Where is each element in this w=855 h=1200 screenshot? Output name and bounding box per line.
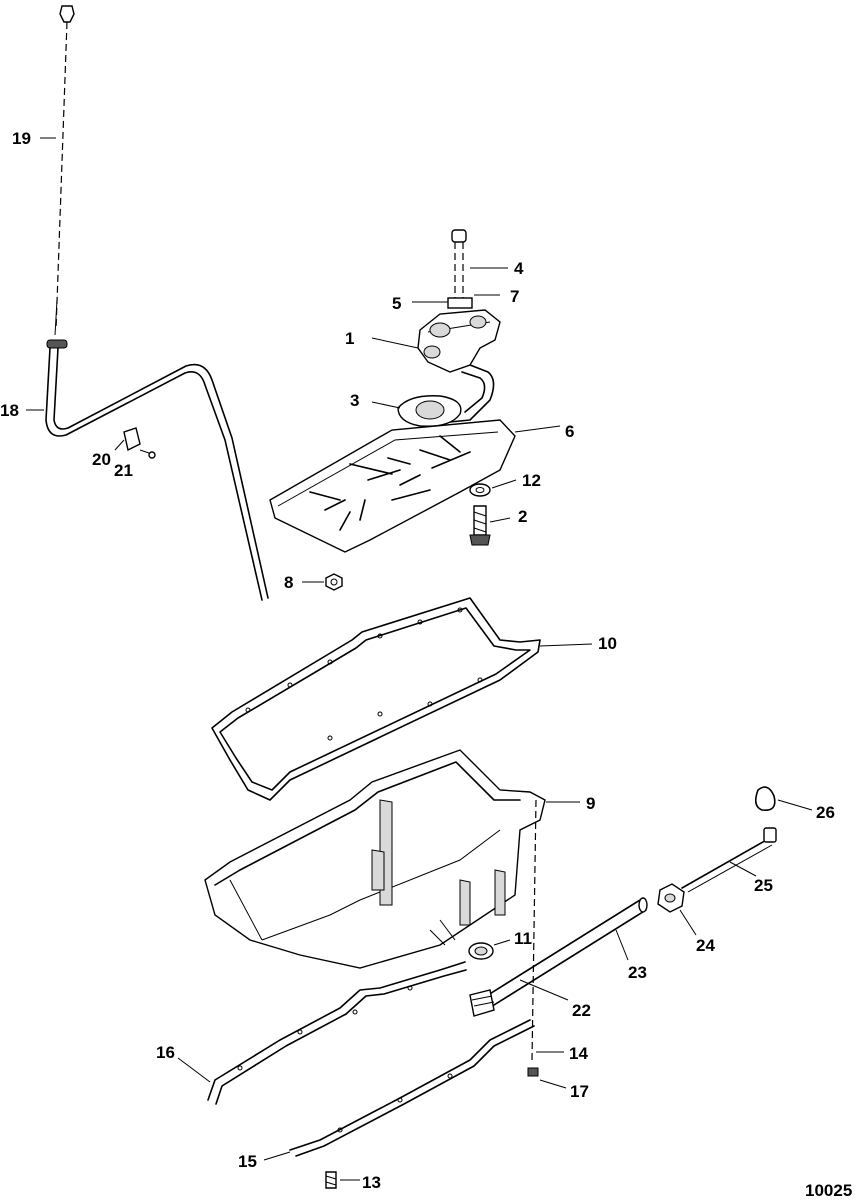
- callout-24: 24: [696, 936, 715, 955]
- nut: [325, 573, 343, 591]
- oil-pump: [417, 309, 501, 423]
- callout-7: 7: [510, 287, 519, 306]
- callout-2: 2: [518, 507, 527, 526]
- callout-12: 12: [522, 471, 541, 490]
- rail-bolt: [325, 1171, 337, 1189]
- oil-pan: [204, 749, 546, 969]
- callout-3: 3: [350, 391, 359, 410]
- callout-14: 14: [569, 1044, 588, 1063]
- dipstick: [54, 5, 75, 336]
- dipstick-tube: [45, 339, 269, 601]
- callout-10: 10: [598, 634, 617, 653]
- pan-rail-right: [289, 1019, 535, 1157]
- callout-17: 17: [570, 1082, 589, 1101]
- leader-lines: [26, 137, 813, 1181]
- callout-16: 16: [156, 1043, 175, 1062]
- pump-shaft: [447, 229, 473, 309]
- callout-15: 15: [238, 1152, 257, 1171]
- retaining-clip: [754, 786, 776, 812]
- callout-8: 8: [284, 573, 293, 592]
- windage-tray: [269, 419, 516, 553]
- callout-9: 9: [586, 794, 595, 813]
- drain-plug: [468, 942, 494, 960]
- callout-25: 25: [754, 876, 773, 895]
- callout-5: 5: [392, 294, 401, 313]
- callout-18: 18: [0, 401, 19, 420]
- callout-26: 26: [816, 803, 835, 822]
- pickup-screen: [397, 395, 462, 427]
- callout-19: 19: [12, 129, 31, 148]
- tube-clip: [123, 427, 156, 459]
- callout-20: 20: [92, 450, 111, 469]
- dipstick-pipe: [469, 897, 648, 1017]
- callout-1: 1: [345, 329, 354, 348]
- stud: [469, 505, 491, 546]
- callout-labels: 1 2 3 4 5 6 7 8 9 10 11 12 13 14 15 16 1…: [0, 129, 852, 1200]
- oil-pan-gasket: [211, 597, 541, 801]
- pan-bolt: [527, 1067, 539, 1077]
- sensor-cable: [681, 827, 777, 893]
- washer: [469, 483, 491, 497]
- callout-22: 22: [572, 1001, 591, 1020]
- sender-nut: [657, 883, 685, 913]
- pan-rail-left: [207, 961, 467, 1105]
- figure-id: 10025: [805, 1181, 852, 1200]
- callout-23: 23: [628, 963, 647, 982]
- callout-21: 21: [114, 461, 133, 480]
- callout-11: 11: [514, 929, 532, 948]
- callout-13: 13: [362, 1173, 381, 1192]
- callout-4: 4: [514, 259, 524, 278]
- callout-6: 6: [565, 422, 574, 441]
